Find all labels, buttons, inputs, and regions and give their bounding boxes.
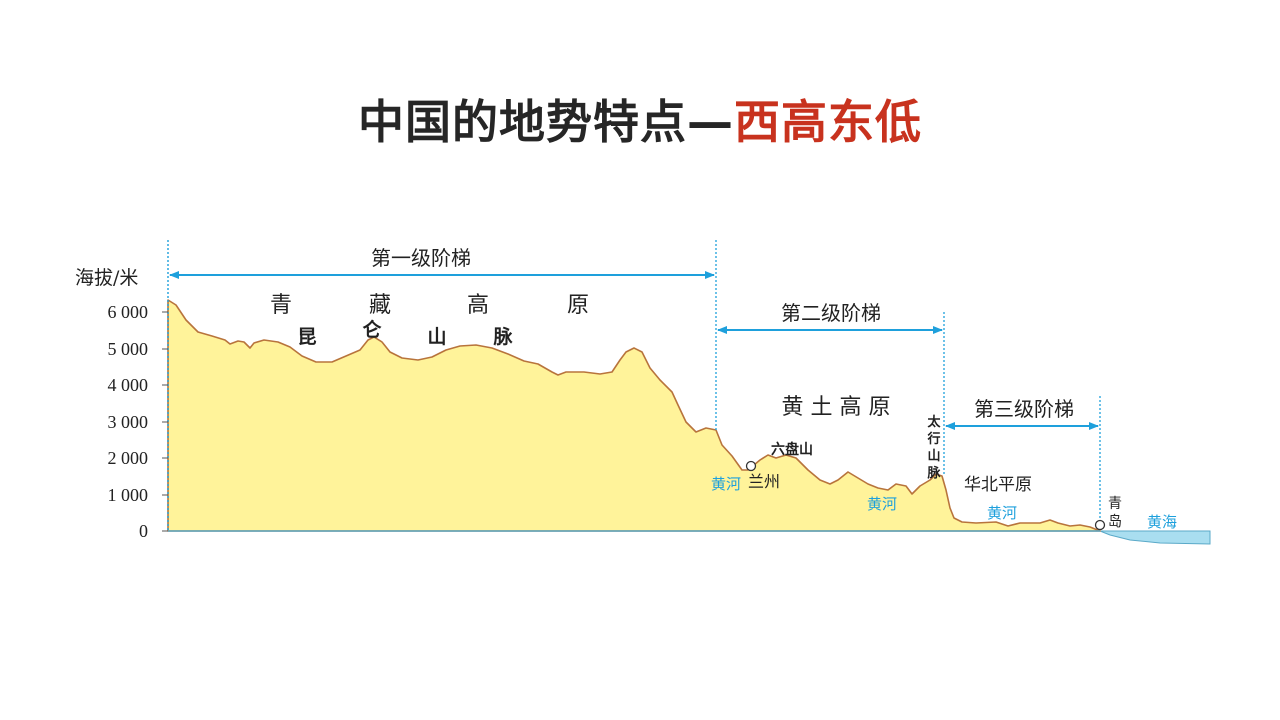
region-label-qingzang: 藏 xyxy=(369,293,391,318)
river-label-yellow-river: 黄河 xyxy=(711,475,741,493)
y-axis-label: 海拔/米 xyxy=(75,267,138,289)
city-label-lanzhou: 兰州 xyxy=(748,472,780,491)
mountain-label-taihang: 脉 xyxy=(926,465,941,481)
lanzhou-marker xyxy=(745,460,757,472)
river-label-yellow-river: 黄河 xyxy=(867,495,897,513)
y-tick-label: 5 000 xyxy=(108,339,149,359)
y-tick-label: 0 xyxy=(139,521,148,541)
y-axis-tick-labels: 6 000 5 000 4 000 3 000 2 000 1 000 0 xyxy=(108,302,149,541)
y-tick-label: 2 000 xyxy=(108,448,149,468)
mountain-label-taihang: 山 xyxy=(927,448,940,464)
title-main: 中国的地势特点— xyxy=(358,95,734,149)
mountain-label-taihang: 行 xyxy=(926,431,940,447)
region-label-north-plain: 华北平原 xyxy=(964,475,1032,495)
region-label-qingzang: 青 xyxy=(270,293,292,318)
city-label-qingdao: 岛 xyxy=(1108,514,1122,530)
step-label-1: 第一级阶梯 xyxy=(371,246,471,270)
city-label-qingdao: 青 xyxy=(1108,496,1122,512)
region-label-qingzang: 原 xyxy=(567,293,589,318)
mountain-label-kunlun: 山 xyxy=(427,326,446,348)
y-tick-label: 1 000 xyxy=(108,485,149,505)
mountain-label-kunlun: 脉 xyxy=(492,325,513,348)
sea-label-yellow-sea: 黄海 xyxy=(1147,513,1177,531)
y-tick-label: 4 000 xyxy=(108,375,149,395)
y-axis-ticks xyxy=(162,311,168,532)
y-tick-label: 6 000 xyxy=(108,302,149,322)
sea-area xyxy=(1099,530,1211,545)
page-title: 中国的地势特点—西高东低 xyxy=(0,86,1280,152)
step-label-2: 第二级阶梯 xyxy=(781,301,881,325)
title-accent: 西高东低 xyxy=(734,95,922,149)
mountain-label-kunlun: 仑 xyxy=(362,318,382,341)
step-label-3: 第三级阶梯 xyxy=(974,397,1074,421)
region-label-qingzang: 高 xyxy=(467,293,489,318)
land-profile xyxy=(167,299,1101,532)
region-label-loess: 黄 土 高 原 xyxy=(782,395,891,420)
mountain-label-liupan: 六盘山 xyxy=(771,441,813,458)
mountain-label-kunlun: 昆 xyxy=(297,326,316,348)
mountain-label-taihang: 太 xyxy=(926,414,941,430)
y-tick-label: 3 000 xyxy=(108,412,149,432)
river-label-yellow-river: 黄河 xyxy=(987,504,1017,522)
qingdao-marker xyxy=(1094,519,1106,531)
